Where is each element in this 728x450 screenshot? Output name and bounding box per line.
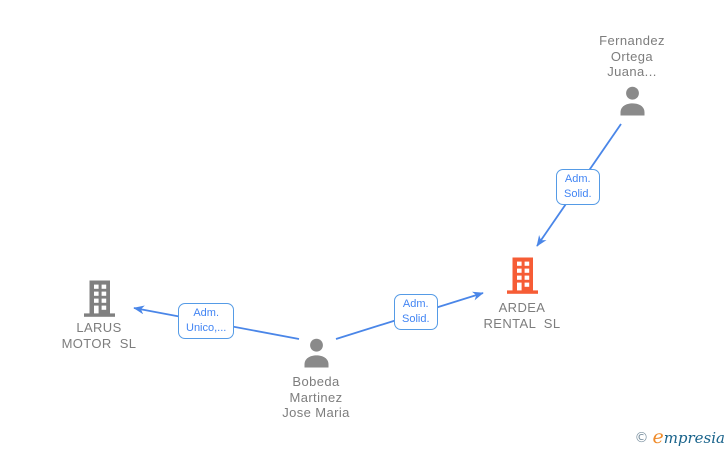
empresia-brand-initial: e — [652, 426, 664, 448]
company-name-label: ARDEA RENTAL SL — [483, 300, 561, 331]
node-company-ardea[interactable]: ARDEA RENTAL SL — [457, 256, 587, 331]
copyright-icon: © — [634, 430, 649, 446]
node-person-bobeda[interactable]: Bobeda Martinez Jose Maria — [251, 337, 381, 423]
person-icon — [620, 86, 645, 116]
edge-label-adm-solid-2: Adm. Solid. — [394, 294, 438, 330]
building-icon — [507, 257, 538, 294]
node-person-fernandez[interactable]: Fernandez Ortega Juana... — [567, 33, 697, 119]
edge-label-adm-solid-1: Adm. Solid. — [556, 169, 600, 205]
empresia-brand-text: mpresia — [663, 429, 725, 447]
edge-label-adm-unico: Adm. Unico,... — [178, 303, 235, 339]
empresia-logo[interactable]: ©empresia — [634, 426, 725, 448]
person-icon — [304, 338, 329, 368]
node-company-larus[interactable]: LARUS MOTOR SL — [34, 279, 164, 353]
person-name-label: Bobeda Martinez Jose Maria — [282, 374, 350, 420]
building-icon — [84, 280, 115, 317]
company-name-label: LARUS MOTOR SL — [61, 320, 137, 351]
person-name-label: Fernandez Ortega Juana... — [599, 33, 665, 79]
